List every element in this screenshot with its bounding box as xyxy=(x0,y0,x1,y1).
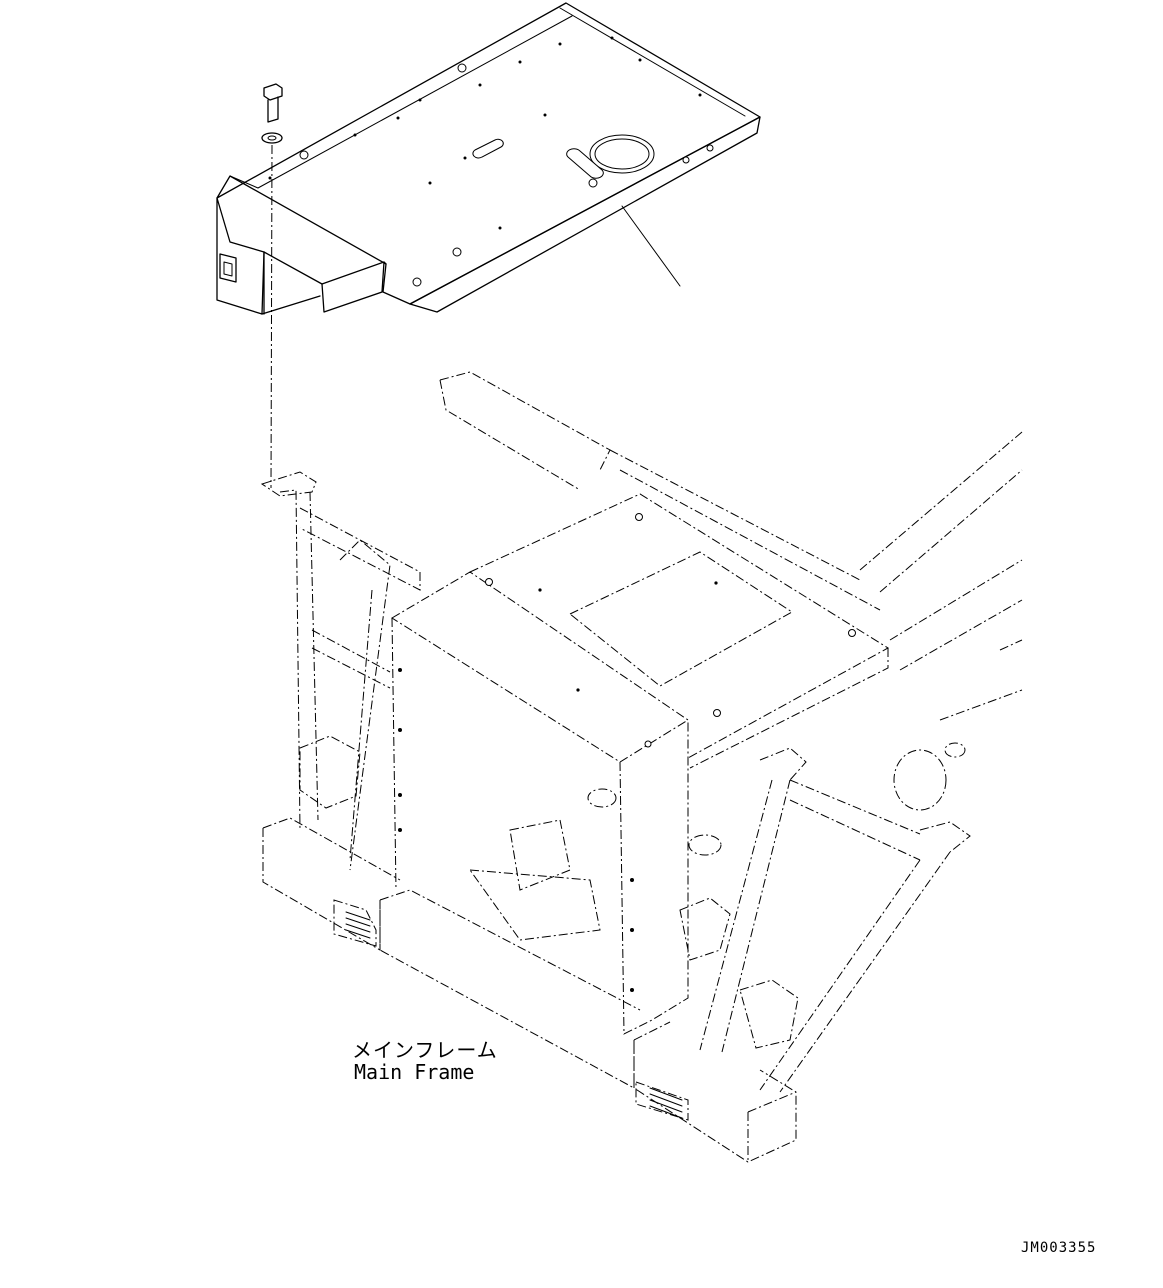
cover-leader-line xyxy=(621,205,681,287)
washer-icon xyxy=(261,132,283,144)
cover-plate xyxy=(216,2,761,315)
bolt-alignment-line xyxy=(270,144,273,489)
front-grille xyxy=(333,899,689,1121)
main-frame-label-en: Main Frame xyxy=(354,1060,475,1084)
main-frame-label-jp: メインフレーム xyxy=(352,1038,498,1062)
main-frame xyxy=(260,371,1023,1163)
frame-fasteners xyxy=(398,513,856,992)
bolt-icon xyxy=(263,83,283,123)
drawing-number: JM003355 xyxy=(1021,1240,1097,1256)
